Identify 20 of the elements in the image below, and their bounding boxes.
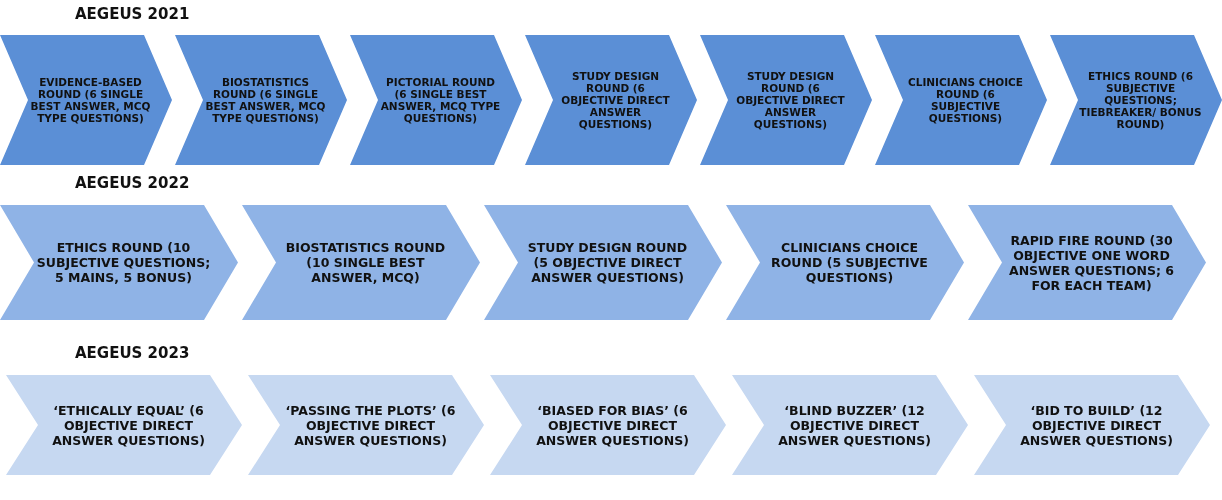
process-step: STUDY DESIGN ROUND (5 OBJECTIVE DIRECT ANSWER QUESTIONS)	[484, 205, 722, 320]
process-step: ‘BIASED FOR BIAS’ (6 OBJECTIVE DIRECT ANSWER QUESTIONS)	[490, 375, 726, 475]
process-step: RAPID FIRE ROUND (30 OBJECTIVE ONE WORD ANSWER QUESTIONS; 6 FOR EACH TEAM)	[968, 205, 1206, 320]
process-step: CLINICIANS CHOICE ROUND (5 SUBJECTIVE QUESTIONS)	[726, 205, 964, 320]
process-step: STUDY DESIGN ROUND (6 OBJECTIVE DIRECT ANSWER QUESTIONS)	[700, 35, 872, 165]
process-step: ‘PASSING THE PLOTS’ (6 OBJECTIVE DIRECT ANSWER QUESTIONS)	[248, 375, 484, 475]
row-heading: AEGEUS 2023	[75, 344, 190, 362]
process-step: BIOSTATISTICS ROUND (6 SINGLE BEST ANSWER, MCQ TYPE QUESTIONS)	[175, 35, 347, 165]
row-heading: AEGEUS 2022	[75, 174, 190, 192]
process-step: BIOSTATISTICS ROUND (10 SINGLE BEST ANSWER, MCQ)	[242, 205, 480, 320]
process-step: EVIDENCE-BASED ROUND (6 SINGLE BEST ANSWER, MCQ TYPE QUESTIONS)	[0, 35, 172, 165]
process-step: ‘ETHICALLY EQUAL’ (6 OBJECTIVE DIRECT ANSWER QUESTIONS)	[6, 375, 242, 475]
row-heading: AEGEUS 2021	[75, 5, 190, 23]
process-step: PICTORIAL ROUND (6 SINGLE BEST ANSWER, MCQ TYPE QUESTIONS)	[350, 35, 522, 165]
process-step: ‘BID TO BUILD’ (12 OBJECTIVE DIRECT ANSWER QUESTIONS)	[974, 375, 1210, 475]
process-step: STUDY DESIGN ROUND (6 OBJECTIVE DIRECT ANSWER QUESTIONS)	[525, 35, 697, 165]
process-step: ETHICS ROUND (6 SUBJECTIVE QUESTIONS; TIEBREAKER/ BONUS ROUND)	[1050, 35, 1222, 165]
process-step: ETHICS ROUND (10 SUBJECTIVE QUESTIONS; 5 MAINS, 5 BONUS)	[0, 205, 238, 320]
process-step: CLINICIANS CHOICE ROUND (6 SUBJECTIVE QUESTIONS)	[875, 35, 1047, 165]
process-step: ‘BLIND BUZZER’ (12 OBJECTIVE DIRECT ANSWER QUESTIONS)	[732, 375, 968, 475]
